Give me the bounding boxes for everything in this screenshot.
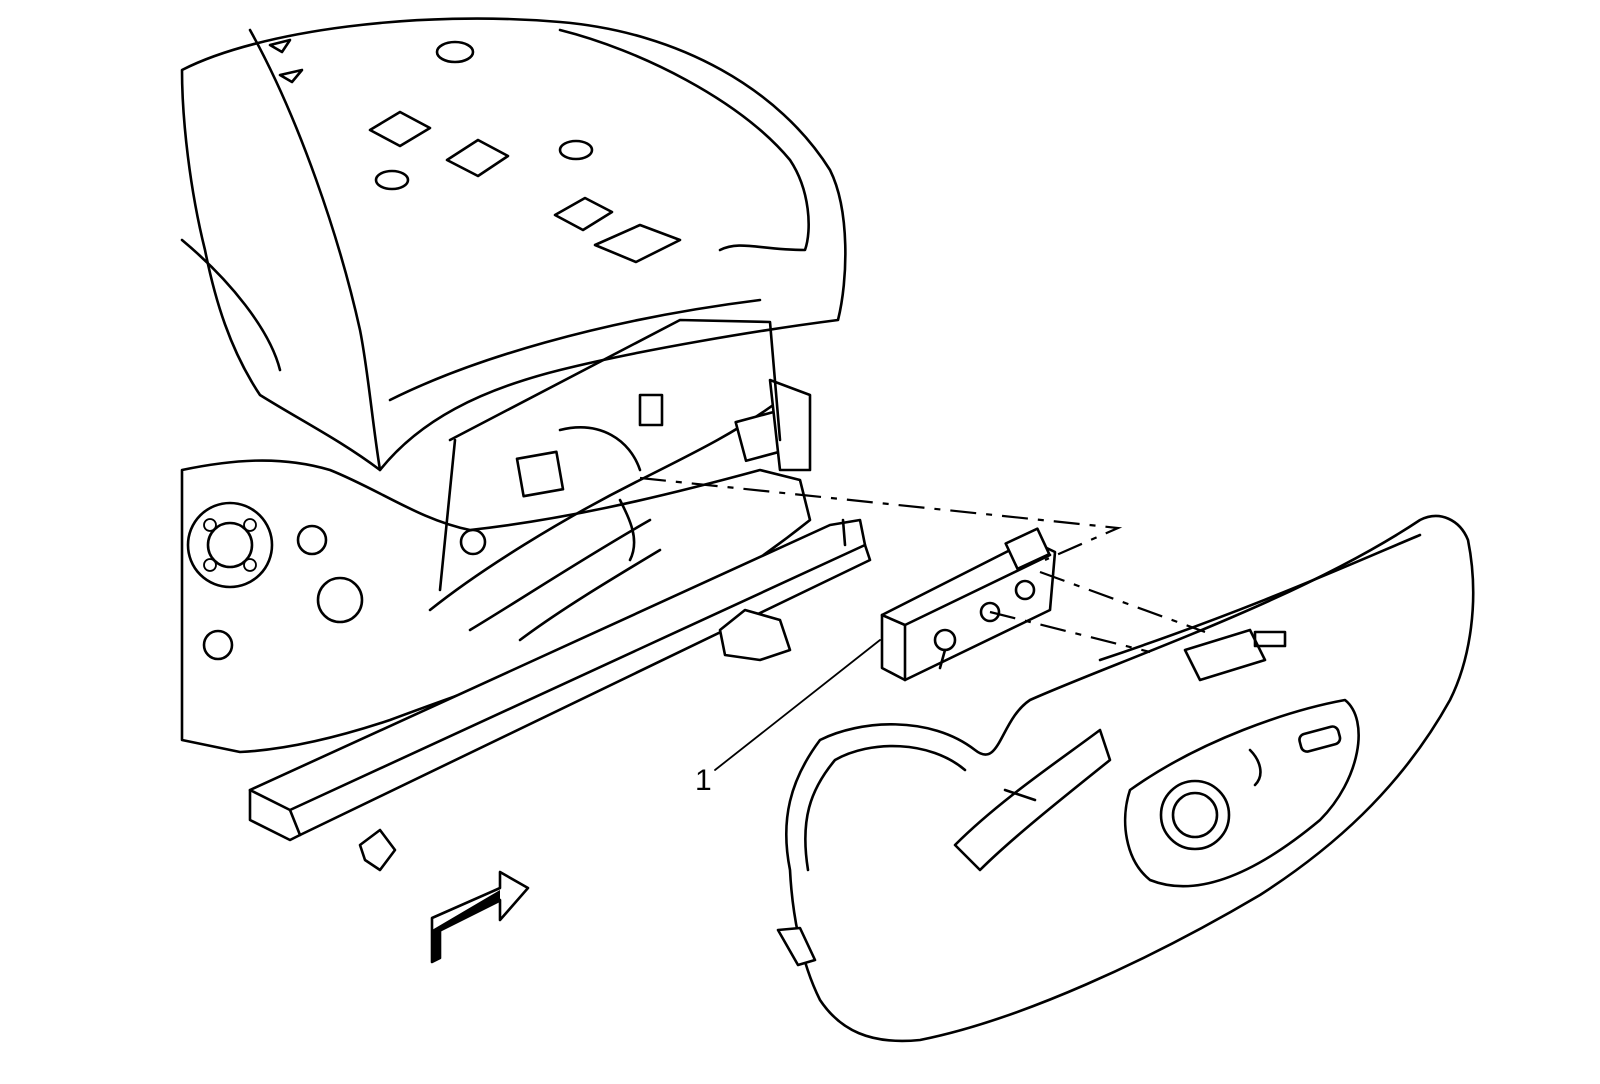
seat-side-trim-panel xyxy=(776,514,1475,1043)
seat-cushion xyxy=(180,17,847,472)
direction-arrow-icon xyxy=(430,870,530,964)
alignment-lines xyxy=(639,476,1206,654)
callout-1: 1 xyxy=(695,639,881,797)
callout-label-1: 1 xyxy=(695,764,712,797)
seat-switch-module xyxy=(880,527,1057,682)
seat-frame-track xyxy=(180,318,872,872)
